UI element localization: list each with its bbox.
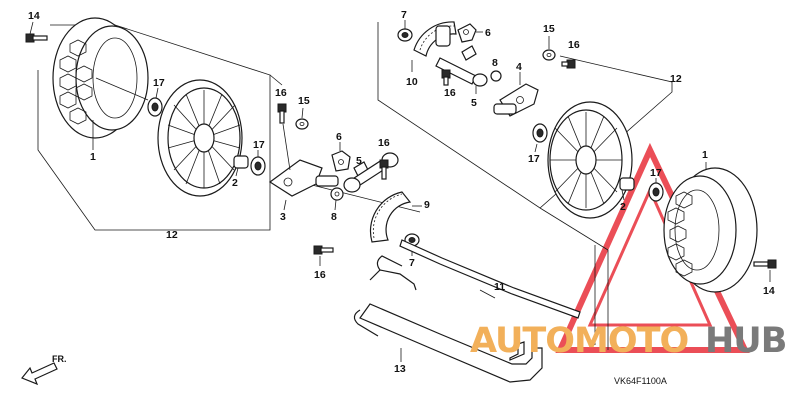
callout-7-right: 7 [401,9,407,21]
bearing-17-right-a [532,123,548,143]
bearing-17-right-b [648,182,664,202]
bearing-17-left-a [147,97,163,117]
bushing-2-left [233,155,249,169]
frame-13 [353,255,543,383]
callout-6-left: 6 [336,131,342,143]
callout-4: 4 [516,61,522,73]
bolt-16-center-b [379,159,389,180]
callout-17-left-a: 17 [153,77,165,89]
axle-arm-3 [268,159,339,197]
callout-12-left: 12 [166,229,178,241]
bolt-16-right-b [561,59,576,69]
tire-left [52,17,149,139]
callout-8-right: 8 [492,57,498,69]
plate-6-right [457,23,477,43]
callout-2-left: 2 [232,177,238,189]
bushing-7-right [397,28,413,42]
bushing-2-right [619,177,635,191]
callout-14-right: 14 [763,285,775,297]
watermark-text-part1: AUTOMOTO [470,321,688,361]
callout-5-right: 5 [471,97,477,109]
plate-6-left [331,150,351,172]
callout-6-right: 6 [485,27,491,39]
part-5-right [461,45,477,61]
axle-arm-4 [493,83,539,117]
bolt-16-center-a [277,103,287,124]
callout-5-left: 5 [356,155,362,167]
callout-2-right: 2 [620,201,626,213]
tire-right [663,167,758,293]
bolt-14-right [753,259,777,269]
callout-11: 11 [494,281,505,293]
part-8-right [490,70,502,82]
bolt-16-right-a [441,69,451,86]
bolt-16-center-c [313,245,334,255]
callout-labels: 14 17 1 2 12 16 15 3 6 5 8 16 17 16 9 7 … [28,9,775,375]
watermark-text-part2: HUB [705,321,786,361]
linkage-right [435,57,488,87]
gear-10 [413,21,457,57]
callout-1-right: 1 [702,149,708,161]
callout-8-left: 8 [331,211,337,223]
diagram-code: VK64F1100A [614,376,667,386]
direction-label: FR. [52,354,67,364]
callout-14-left: 14 [28,10,40,22]
callout-17-right-a: 17 [528,153,540,165]
callout-12-right: 12 [670,73,682,85]
callout-16-c: 16 [314,269,326,281]
washer-15-left [295,118,309,130]
wheel-right [547,101,633,219]
part-8-left [330,187,344,201]
callout-17-left-b: 17 [253,139,265,151]
callout-13: 13 [394,363,406,375]
callout-7-center: 7 [409,257,415,269]
gear-sector-9 [369,191,412,243]
callout-3: 3 [280,211,286,223]
callout-16-a: 16 [275,87,287,99]
callout-15-right: 15 [543,23,555,35]
callout-16-b: 16 [378,137,390,149]
linkage-rod [343,152,399,193]
wheel-left [157,79,243,197]
callout-16-e: 16 [444,87,456,99]
drive-rod-11 [399,239,581,319]
callout-17-right-b: 17 [650,167,662,179]
front-direction-arrow: FR. [21,354,67,386]
bolt-14-left [25,33,48,43]
callout-1-left: 1 [90,151,96,163]
washer-15-right [542,49,556,61]
callout-15-left: 15 [298,95,310,107]
callout-16-f: 16 [568,39,580,51]
callout-10: 10 [406,76,418,88]
bearing-17-left-b [250,156,266,176]
callout-9: 9 [424,199,430,211]
